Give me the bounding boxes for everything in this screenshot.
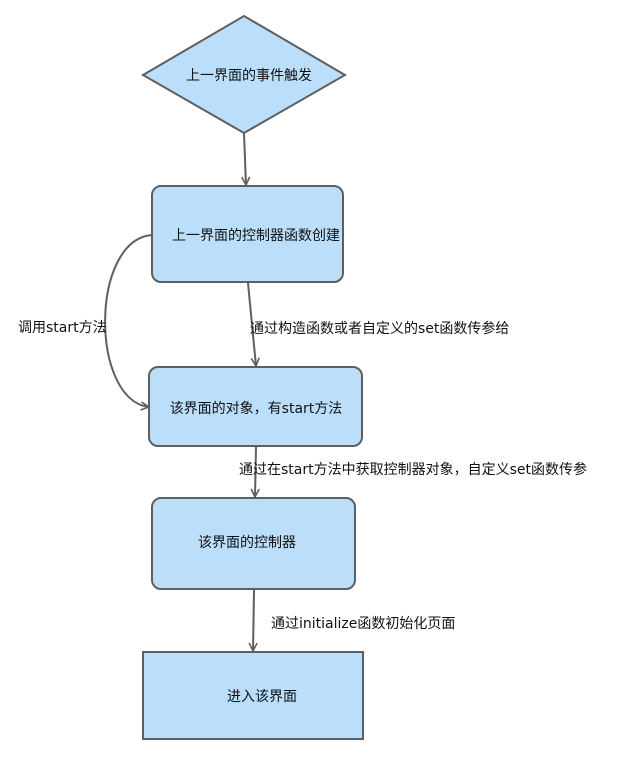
edge-prev-to-object (247, 282, 256, 366)
edge-trigger-to-prev (244, 132, 246, 185)
node-object-label: 该界面的对象，有start方法 (170, 401, 343, 417)
edge-label-call-start: 调用start方法 (18, 320, 107, 336)
edge-call-start-curve (104, 234, 153, 407)
node-prev-controller-label: 上一界面的控制器函数创建 (172, 228, 340, 244)
edge-object-to-controller (255, 446, 256, 497)
node-enter (142, 651, 364, 740)
node-trigger-label: 上一界面的事件触发 (186, 68, 312, 84)
edge-label-get-controller: 通过在start方法中获取控制器对象，自定义set函数传参 (239, 461, 587, 478)
edge-label-pass-params: 通过构造函数或者自定义的set函数传参给 (250, 320, 509, 337)
edge-controller-to-enter (253, 589, 254, 651)
node-controller-label: 该界面的控制器 (198, 535, 296, 551)
node-enter-label: 进入该界面 (227, 689, 297, 705)
edge-label-init-page: 通过initialize函数初始化页面 (271, 615, 455, 632)
